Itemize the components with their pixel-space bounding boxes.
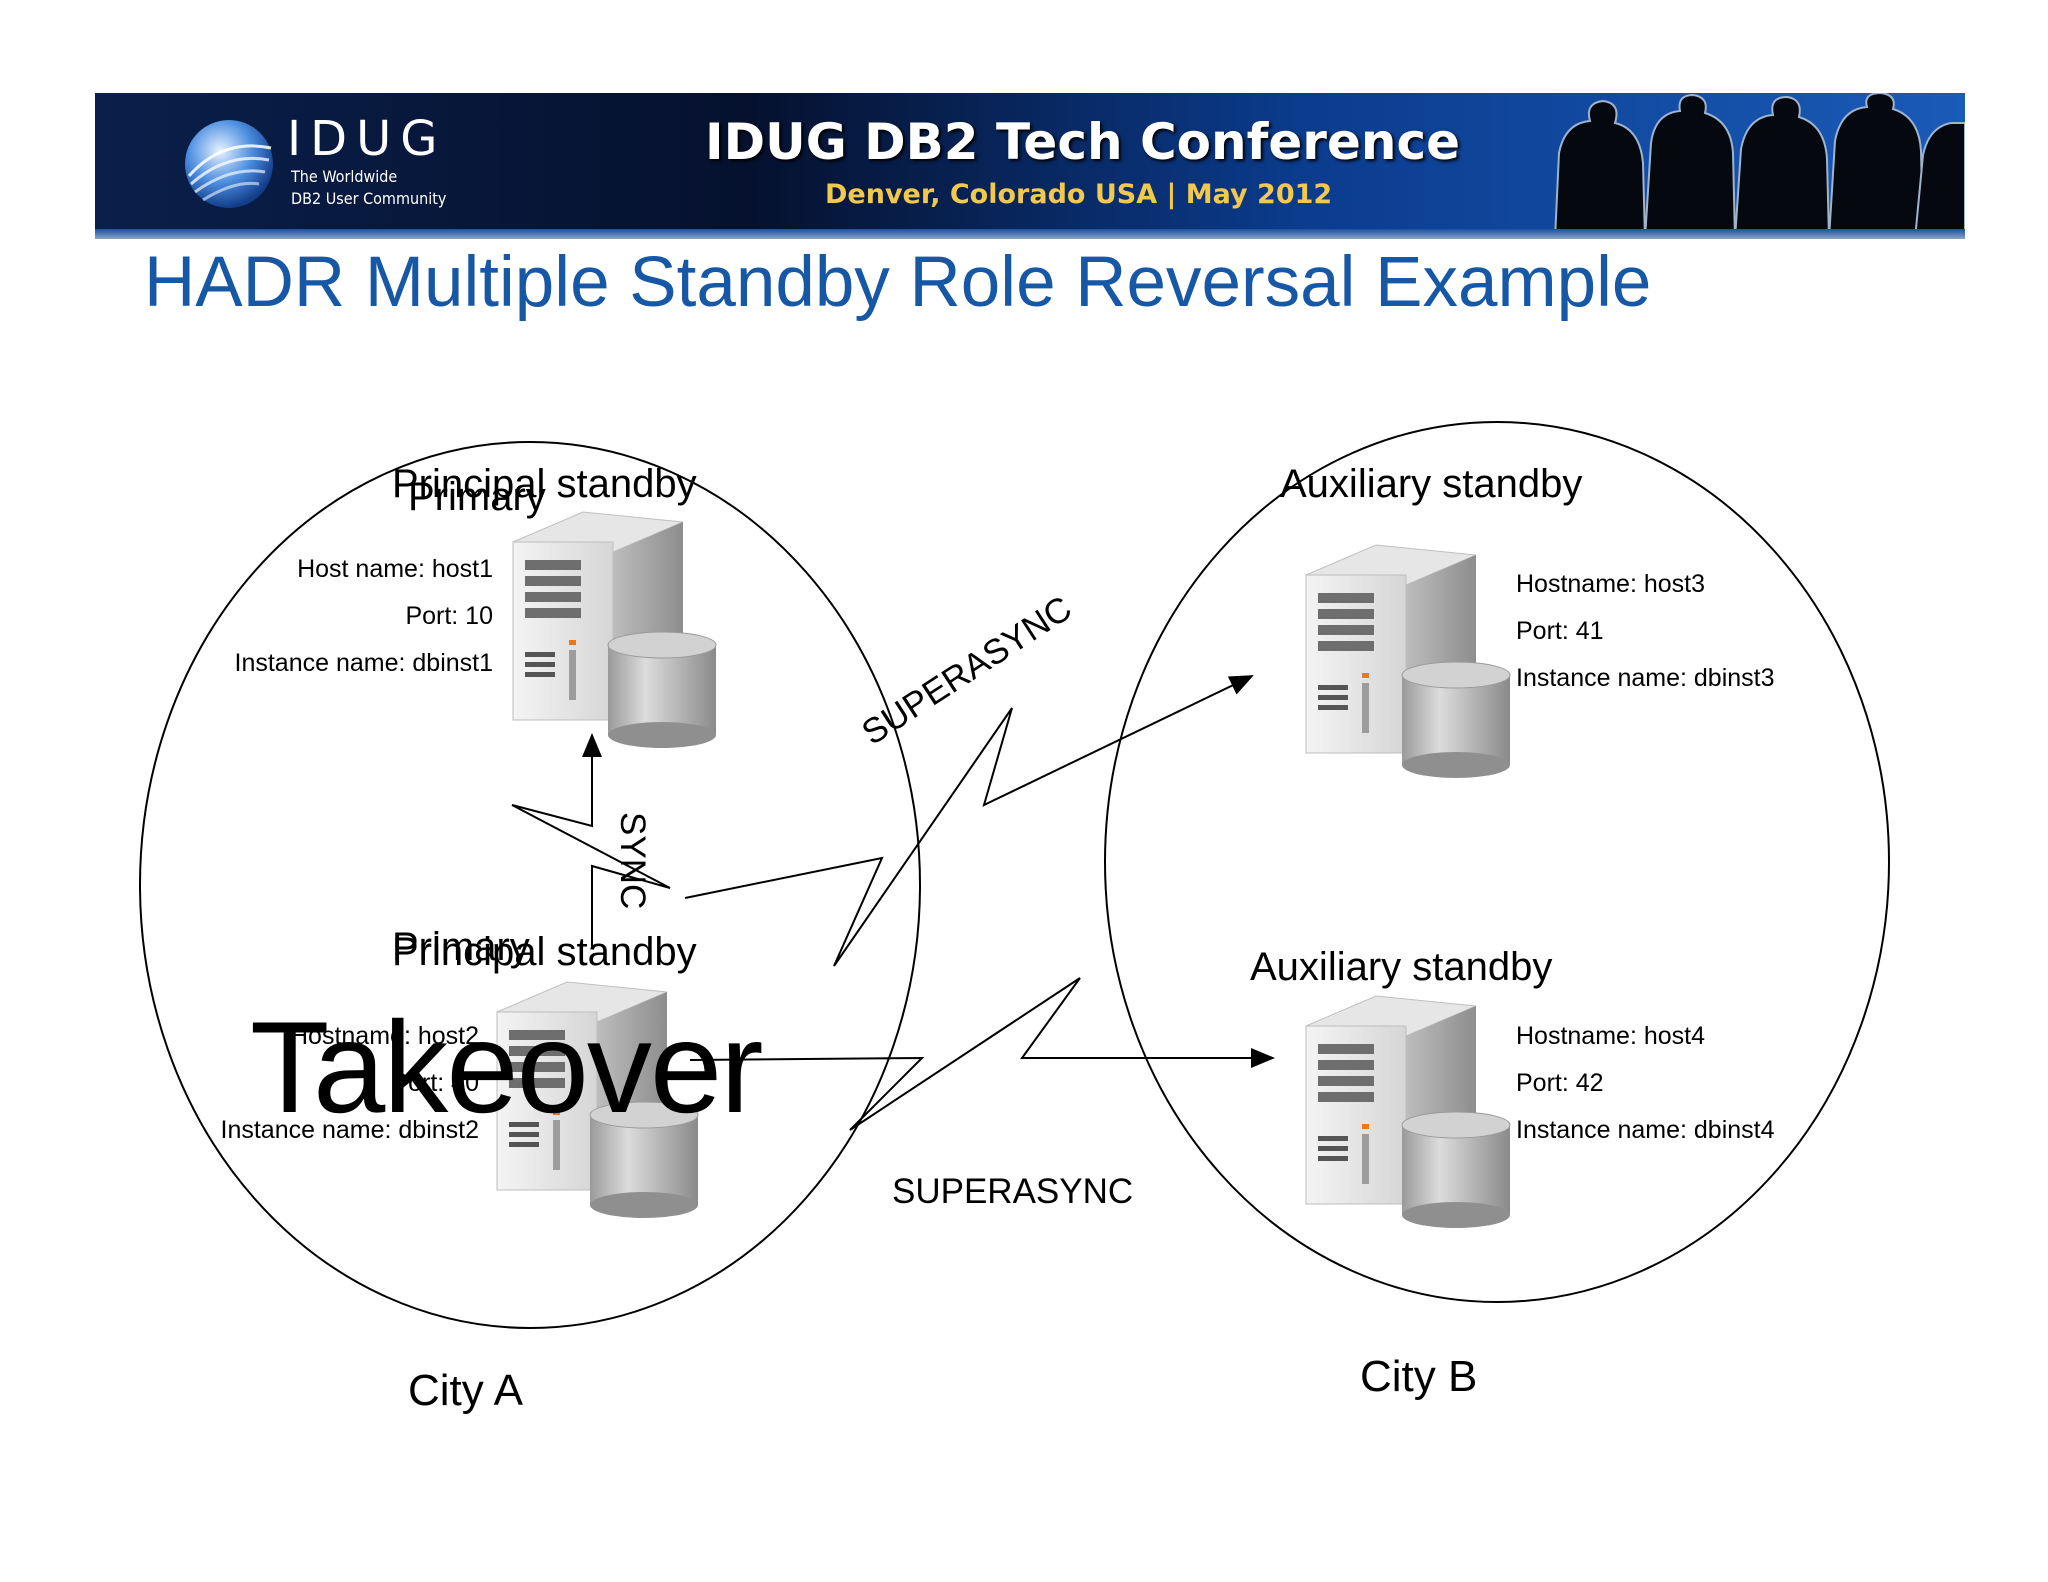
server3-hostname: Hostname: host3 — [1516, 570, 1705, 598]
conference-banner: IDUG The Worldwide DB2 User Community ID… — [95, 93, 1965, 239]
server1-role-old: Principal standby — [392, 462, 697, 506]
server2-instance: Instance name: dbinst2 — [220, 1116, 480, 1144]
database-cylinder-icon — [607, 631, 717, 749]
people-silhouette-icon — [1553, 93, 1965, 239]
conference-subtitle: Denver, Colorado USA | May 2012 — [825, 179, 1333, 210]
sync-link — [511, 733, 671, 948]
server3-instance: Instance name: dbinst3 — [1516, 664, 1775, 692]
server2-role-old: Primary — [392, 925, 530, 969]
superasync-label-lower: SUPERASYNC — [892, 1172, 1134, 1211]
server4-role: Auxiliary standby — [1250, 945, 1553, 989]
server3-role: Auxiliary standby — [1280, 462, 1583, 506]
database-cylinder-icon — [1401, 661, 1511, 779]
logo-tagline-line2: DB2 User Community — [291, 189, 447, 208]
city-b-label: City B — [1360, 1352, 1478, 1401]
server2-role-new: Principal standby — [392, 930, 697, 974]
server4-instance: Instance name: dbinst4 — [1516, 1116, 1775, 1144]
sync-label: SYNC — [613, 812, 652, 910]
city-a-label: City A — [408, 1366, 523, 1415]
server1-hostname: Host name: host1 — [297, 555, 493, 583]
logo-text: IDUG — [287, 111, 447, 167]
city-b-boundary — [1104, 421, 1890, 1303]
server3-port: Port: 41 — [1516, 617, 1604, 645]
server1-role-new: Primary — [408, 475, 546, 519]
takeover-label: Takeover — [250, 994, 763, 1140]
server2-hostname: Hostname: host2 — [290, 1022, 479, 1050]
conference-title: IDUG DB2 Tech Conference — [705, 113, 1461, 171]
slide-title: HADR Multiple Standby Role Reversal Exam… — [144, 243, 1652, 322]
globe-logo-icon — [185, 120, 273, 208]
superasync-link-host3 — [684, 675, 1254, 967]
database-cylinder-icon — [1401, 1111, 1511, 1229]
superasync-link-host4 — [689, 977, 1275, 1131]
server1-port: Port: 10 — [405, 602, 493, 630]
logo-tagline-line1: The Worldwide — [291, 167, 398, 186]
server4-port: Port: 42 — [1516, 1069, 1604, 1097]
server2-port: Port: 40 — [391, 1069, 479, 1097]
city-a-boundary — [139, 441, 921, 1329]
server1-instance: Instance name: dbinst1 — [234, 649, 494, 677]
banner-bottom-strip — [95, 229, 1965, 239]
server4-hostname: Hostname: host4 — [1516, 1022, 1705, 1050]
